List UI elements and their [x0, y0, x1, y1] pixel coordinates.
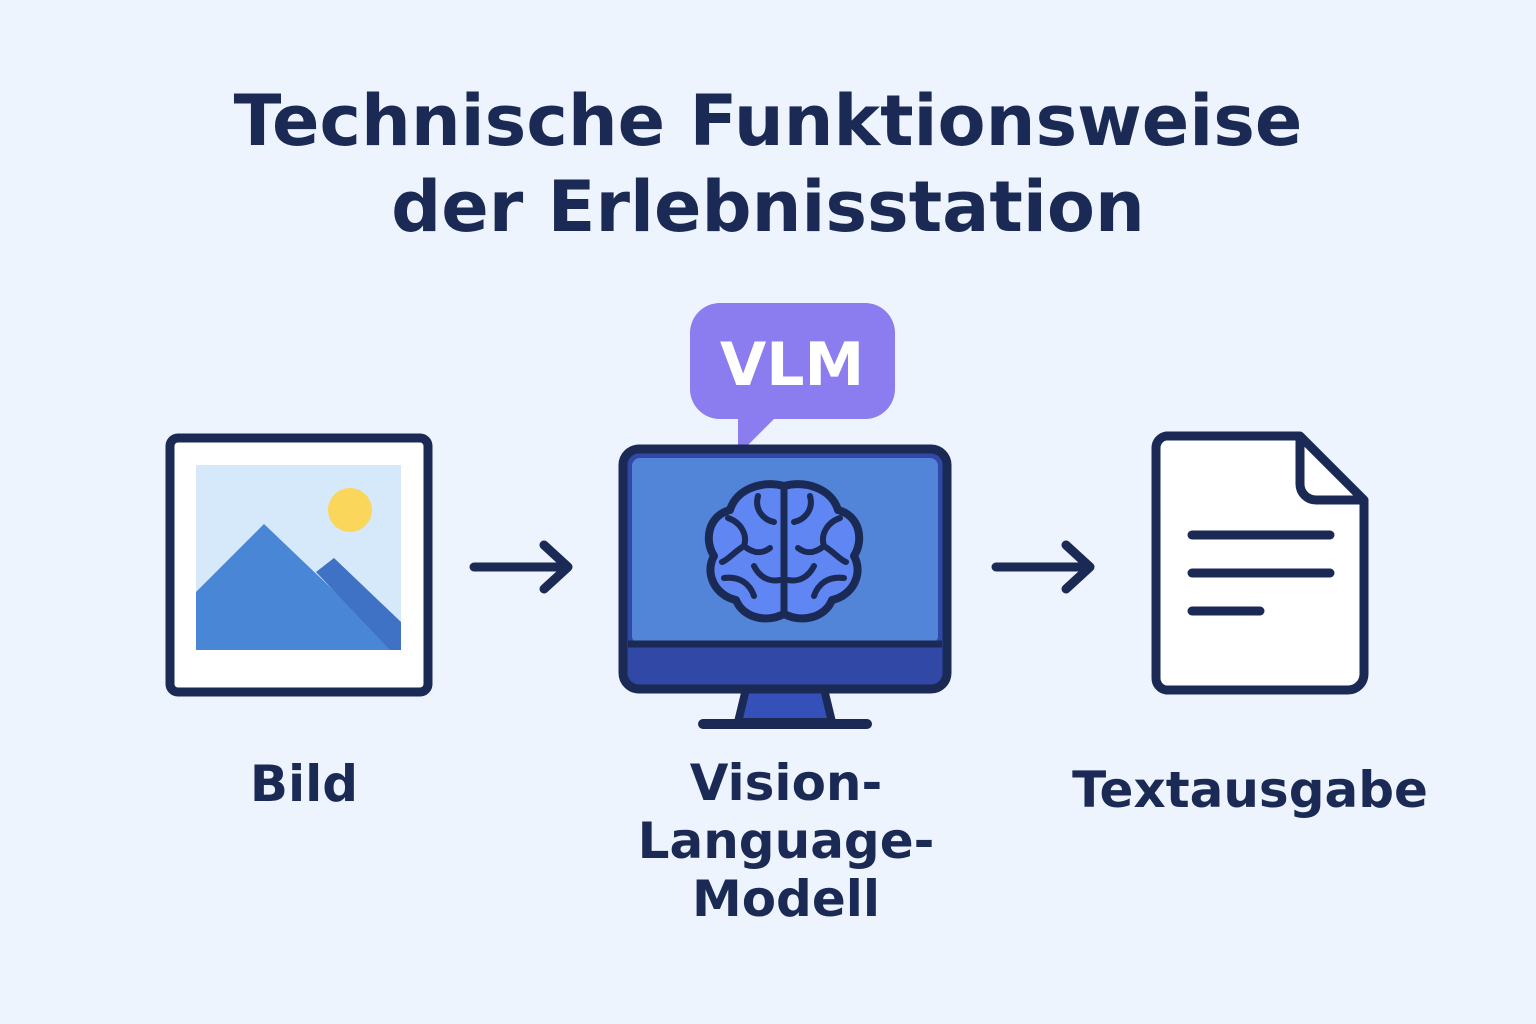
image-label: Bild — [154, 754, 454, 814]
model-label-line-2: Language- — [637, 812, 935, 870]
model-label-line-3: Modell — [691, 870, 881, 928]
model-label: Vision- Language- Modell — [616, 754, 956, 928]
monitor-brain-icon — [618, 444, 952, 729]
brain-icon — [704, 480, 864, 623]
image-label-text: Bild — [249, 755, 359, 813]
output-label-text: Textausgabe — [1072, 761, 1428, 819]
title-line-1: Technische Funktionsweise — [233, 80, 1303, 162]
document-icon — [1151, 431, 1369, 695]
model-label-line-1: Vision- — [689, 754, 883, 812]
page-title: Technische Funktionsweise der Erlebnisst… — [0, 78, 1536, 250]
vlm-badge-text: VLM — [720, 330, 864, 400]
title-line-2: der Erlebnisstation — [391, 166, 1145, 248]
image-icon — [165, 433, 433, 697]
sun-shape — [328, 488, 372, 532]
arrow-right-icon — [991, 540, 1095, 594]
output-label: Textausgabe — [1060, 760, 1440, 820]
mountain-shape — [196, 524, 396, 650]
monitor-stand — [734, 685, 836, 726]
arrow-right-icon — [469, 540, 573, 594]
vlm-badge: VLM — [690, 303, 895, 455]
